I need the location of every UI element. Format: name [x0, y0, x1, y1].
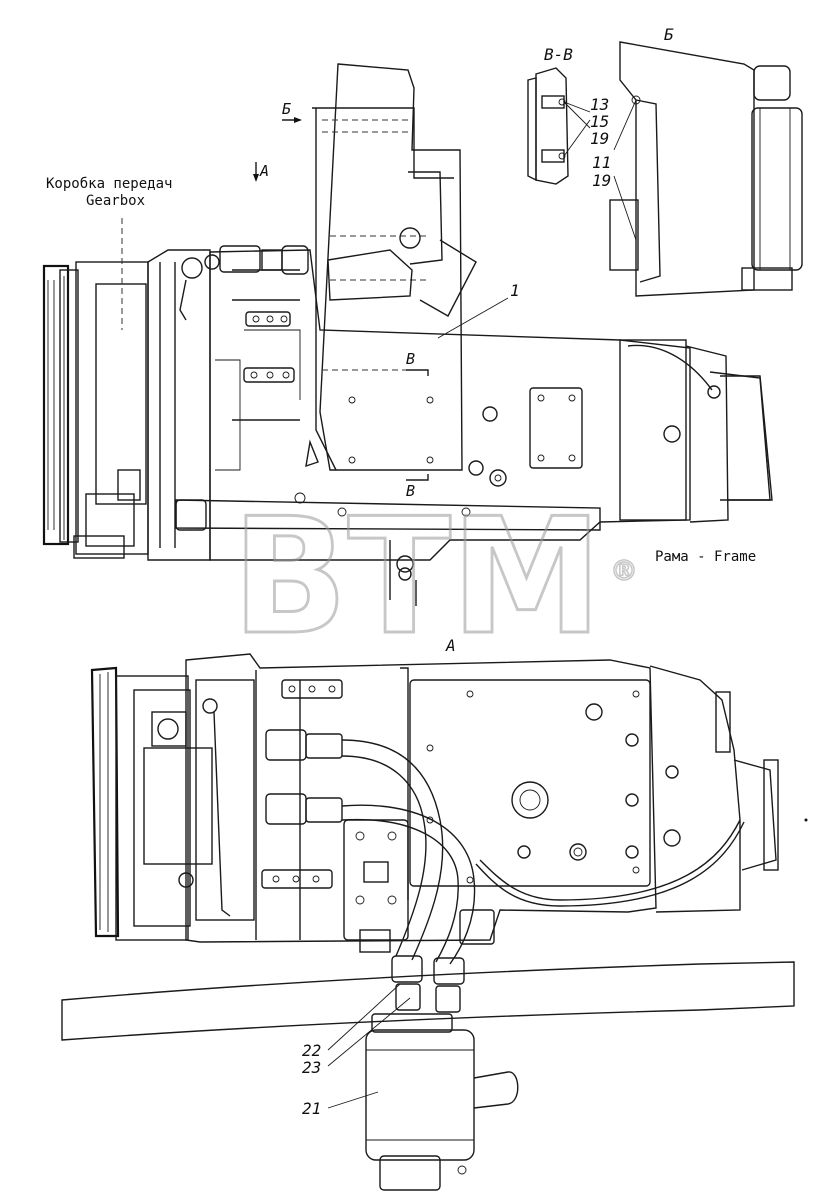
callout-21: 21	[302, 1099, 321, 1118]
callout-11: 11	[592, 153, 611, 172]
labels: Коробка передач Gearbox Рама - Frame А А…	[46, 25, 808, 1118]
view-a-title: А	[445, 636, 456, 655]
frame-label: Рама - Frame	[655, 549, 756, 565]
watermark-text: BTM	[232, 483, 602, 670]
callout-22: 22	[302, 1041, 321, 1060]
watermark-registered-icon: ®	[610, 554, 638, 587]
section-v-mark-top: В	[406, 350, 415, 368]
section-v-v-detail	[527, 67, 591, 185]
view-b-title: Б	[664, 25, 674, 44]
view-b-arrow-label: Б	[282, 100, 291, 118]
view-b-detail	[609, 41, 803, 297]
gearbox-label-en: Gearbox	[86, 193, 145, 209]
callout-19-a: 19	[590, 129, 609, 148]
view-a	[61, 653, 795, 1191]
section-v-v-title: В-В	[544, 45, 573, 64]
section-v-mark-bottom: В	[406, 482, 415, 500]
callout-13: 13	[590, 95, 609, 114]
callout-23: 23	[302, 1058, 321, 1077]
gearbox-label-ru: Коробка передач	[46, 176, 172, 192]
watermark: BTM ®	[231, 482, 639, 672]
callout-19-b: 19	[592, 171, 611, 190]
callout-15: 15	[590, 112, 609, 131]
view-a-arrow-label: А	[259, 162, 269, 180]
gearbox-side-view	[42, 218, 773, 606]
bracket-assembly	[305, 63, 477, 471]
callout-1: 1	[510, 281, 520, 300]
